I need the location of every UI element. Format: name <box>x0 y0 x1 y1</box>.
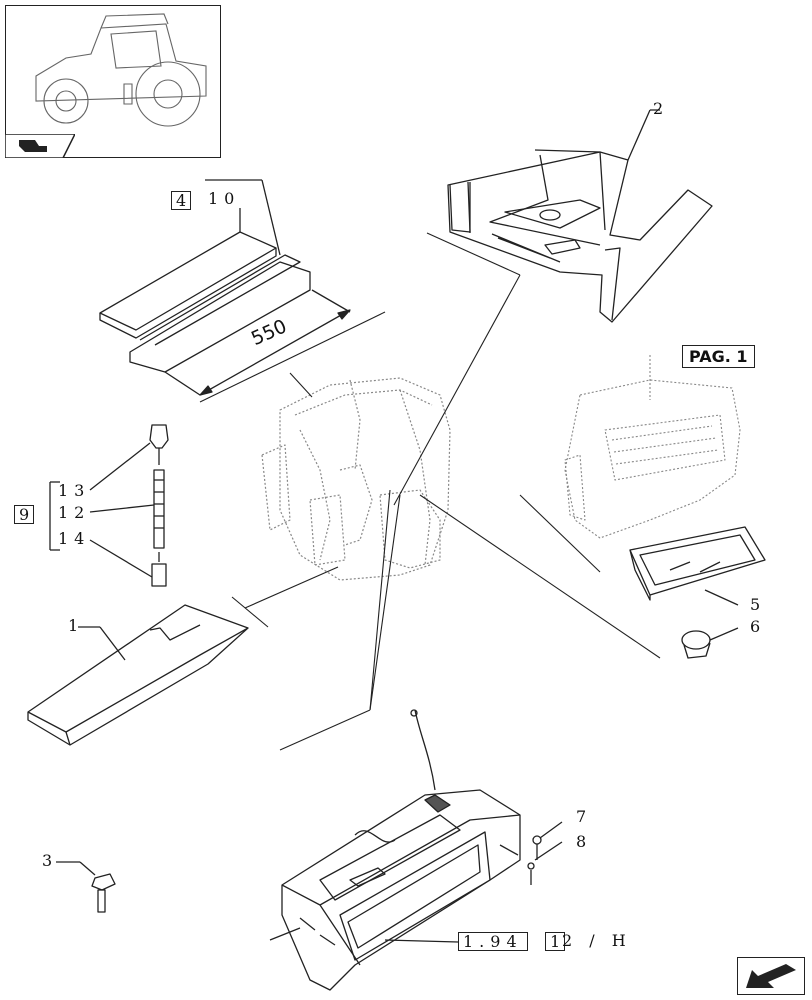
ref-code-box-b[interactable]: 1 <box>545 932 566 951</box>
group-9-item-13: 13 <box>58 481 91 500</box>
heater-unit <box>269 709 521 991</box>
side-window-view <box>564 355 741 539</box>
page-reference-box[interactable]: PAG. 1 <box>682 345 755 368</box>
part-4-mats <box>99 179 351 396</box>
tractor-section-icon <box>5 134 75 158</box>
part-3-screw <box>56 861 116 913</box>
group-9-item-14: 14 <box>58 529 91 548</box>
ref-code-box-a[interactable]: 1.94 <box>458 932 528 951</box>
label-part-1: 1 <box>68 616 79 635</box>
tractor-icon <box>35 13 207 127</box>
ref-code-suffix: 2 / H <box>562 931 632 950</box>
label-part-2: 2 <box>653 99 664 118</box>
label-part-8: 8 <box>576 832 587 851</box>
label-part-7: 7 <box>576 807 587 826</box>
next-page-button[interactable] <box>737 957 805 995</box>
group-9-box[interactable]: 9 <box>14 505 35 524</box>
group-4-ref: 10 <box>208 189 241 208</box>
leader-lines <box>199 232 661 751</box>
part-9-fasteners <box>49 424 169 587</box>
cab-frame <box>261 377 451 581</box>
part-2-floor-mat <box>447 109 713 323</box>
group-9-item-12: 12 <box>58 503 91 522</box>
label-part-6: 6 <box>750 617 761 636</box>
group-4-box[interactable]: 4 <box>171 191 192 210</box>
part-5-window <box>629 526 766 606</box>
part-6-knob <box>681 627 739 659</box>
next-page-arrow-icon <box>746 964 796 988</box>
label-part-3: 3 <box>42 851 53 870</box>
label-part-5: 5 <box>750 595 761 614</box>
part-7-8-fasteners <box>527 821 563 885</box>
part-1-mat <box>27 604 249 746</box>
tractor-thumbnail <box>5 5 221 158</box>
